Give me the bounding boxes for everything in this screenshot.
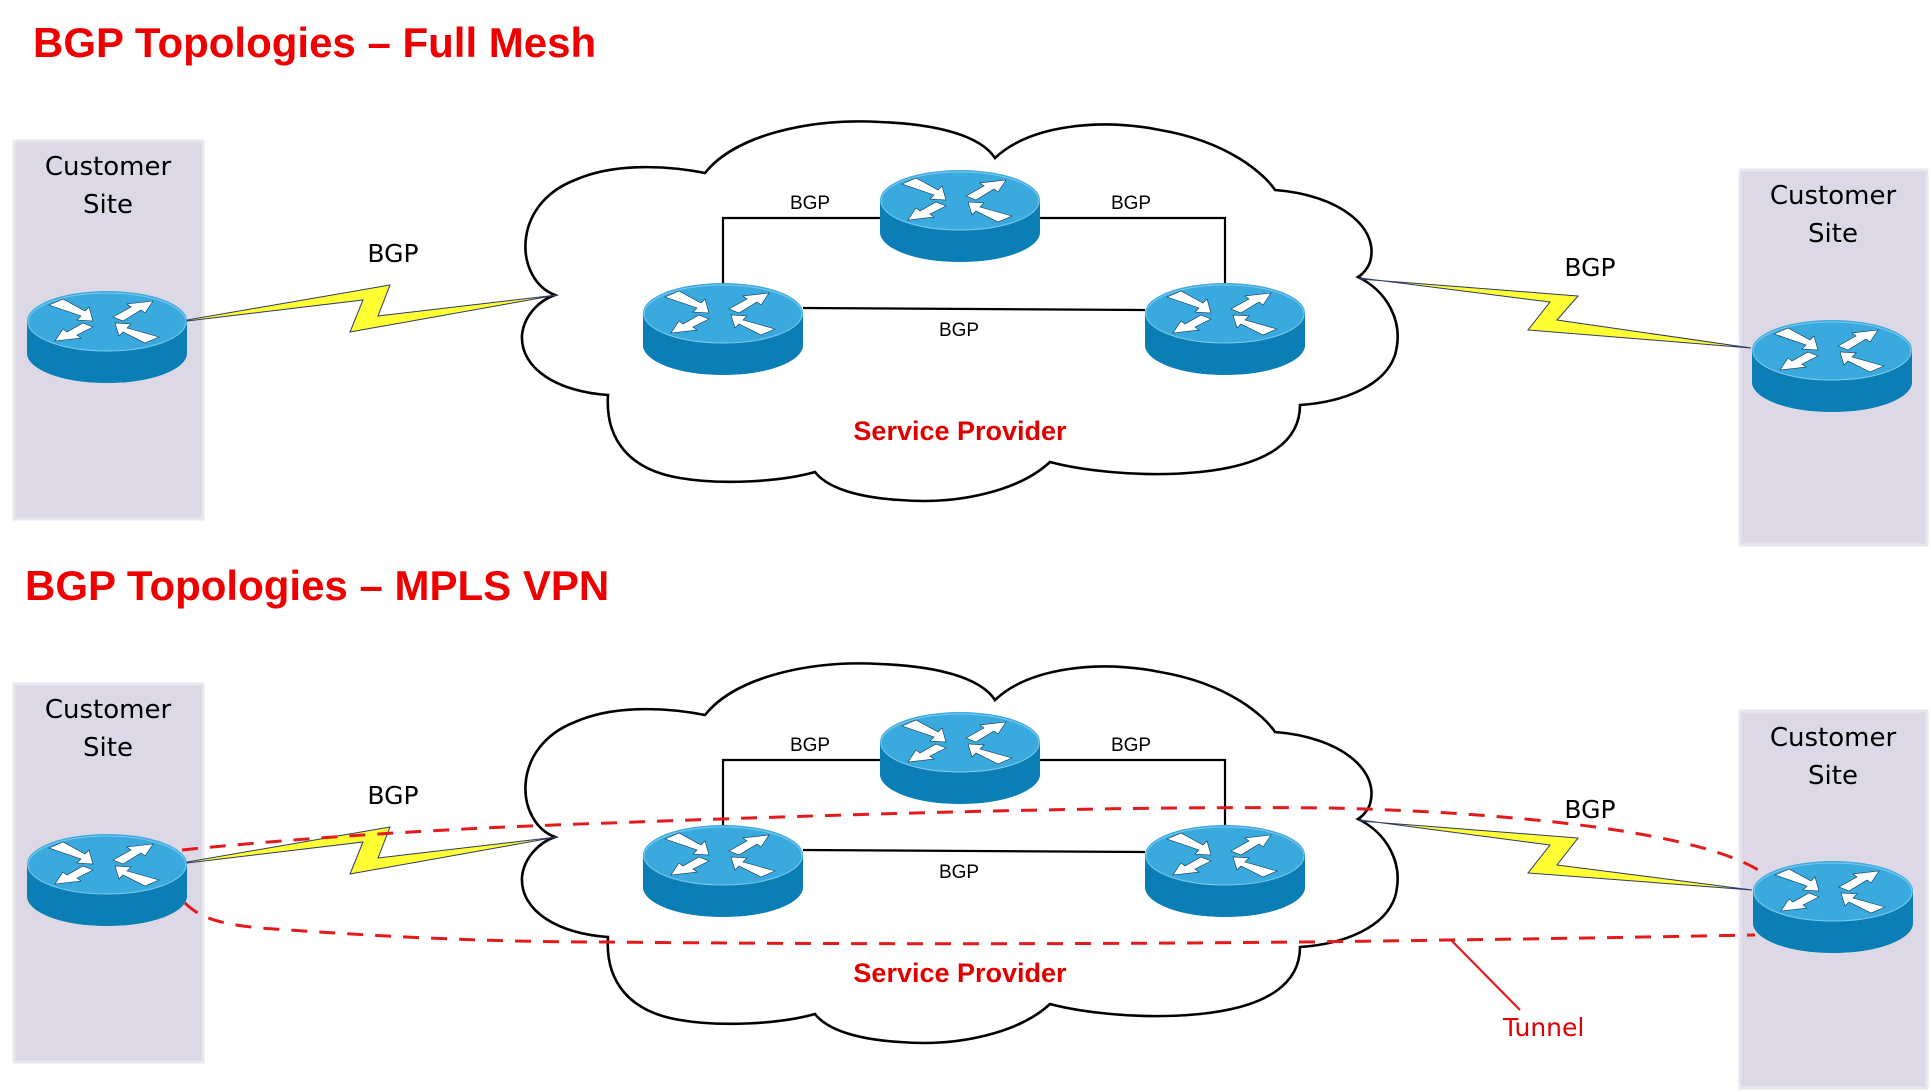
router-icon[interactable] bbox=[1752, 860, 1914, 954]
router-icon[interactable] bbox=[1144, 282, 1306, 376]
service-provider-cloud bbox=[520, 662, 1399, 1045]
customer-site-left: Customer Site bbox=[12, 139, 205, 521]
customer-site-label-line1: Customer bbox=[45, 695, 172, 725]
link-left-right bbox=[802, 306, 1146, 312]
bgp-label: BGP bbox=[1111, 735, 1151, 756]
service-provider-label: Service Provider bbox=[853, 958, 1067, 988]
router-icon[interactable] bbox=[1751, 319, 1913, 413]
bgp-label: BGP bbox=[939, 862, 979, 883]
bgp-link-label: BGP bbox=[1564, 253, 1615, 282]
customer-site-label-line2: Site bbox=[83, 733, 133, 763]
serial-link-bolt-left bbox=[186, 284, 558, 333]
diagram-mpls-vpn: BGP Topologies – MPLS VPN Customer Site … bbox=[12, 562, 1929, 1090]
customer-site-right: Customer Site bbox=[1738, 709, 1929, 1090]
customer-site-left: Customer Site bbox=[12, 682, 205, 1064]
router-icon[interactable] bbox=[26, 833, 188, 927]
router-icon[interactable] bbox=[1144, 824, 1306, 918]
router-icon[interactable] bbox=[642, 824, 804, 918]
customer-site-label-line2: Site bbox=[1808, 219, 1858, 249]
mpls-tunnel-path bbox=[181, 806, 1764, 875]
link-left-right bbox=[802, 848, 1146, 854]
tunnel-label: Tunnel bbox=[1502, 1013, 1584, 1042]
router-icon[interactable] bbox=[642, 282, 804, 376]
bgp-label: BGP bbox=[1111, 193, 1151, 214]
customer-site-label-line1: Customer bbox=[45, 152, 172, 182]
customer-site-label-line1: Customer bbox=[1770, 181, 1897, 211]
serial-link-bolt-right bbox=[1359, 819, 1753, 891]
serial-link-bolt-left bbox=[186, 826, 558, 875]
link-left-top bbox=[721, 758, 880, 825]
diagram-title: BGP Topologies – MPLS VPN bbox=[25, 562, 609, 609]
customer-site-right: Customer Site bbox=[1738, 168, 1929, 547]
customer-site-label-line2: Site bbox=[83, 190, 133, 220]
customer-site-label-line2: Site bbox=[1808, 761, 1858, 791]
diagram-title: BGP Topologies – Full Mesh bbox=[33, 19, 596, 66]
bgp-link-label: BGP bbox=[367, 239, 418, 268]
tunnel-callout-line bbox=[1451, 940, 1521, 1011]
router-icon[interactable] bbox=[26, 290, 188, 384]
serial-link-bolt-right bbox=[1359, 277, 1752, 349]
mpls-tunnel-path bbox=[183, 901, 1756, 946]
link-left-top bbox=[721, 216, 880, 283]
link-top-right bbox=[1040, 216, 1227, 283]
bgp-label: BGP bbox=[939, 320, 979, 341]
link-top-right bbox=[1040, 758, 1227, 825]
router-icon[interactable] bbox=[879, 169, 1041, 263]
customer-site-label-line1: Customer bbox=[1770, 723, 1897, 753]
bgp-link-label: BGP bbox=[367, 781, 418, 810]
bgp-link-label: BGP bbox=[1564, 795, 1615, 824]
bgp-label: BGP bbox=[790, 735, 830, 756]
bgp-label: BGP bbox=[790, 193, 830, 214]
service-provider-label: Service Provider bbox=[853, 416, 1067, 446]
diagram-full-mesh: BGP Topologies – Full Mesh Customer Site… bbox=[12, 19, 1929, 547]
router-icon[interactable] bbox=[879, 711, 1041, 805]
service-provider-cloud bbox=[520, 120, 1399, 503]
